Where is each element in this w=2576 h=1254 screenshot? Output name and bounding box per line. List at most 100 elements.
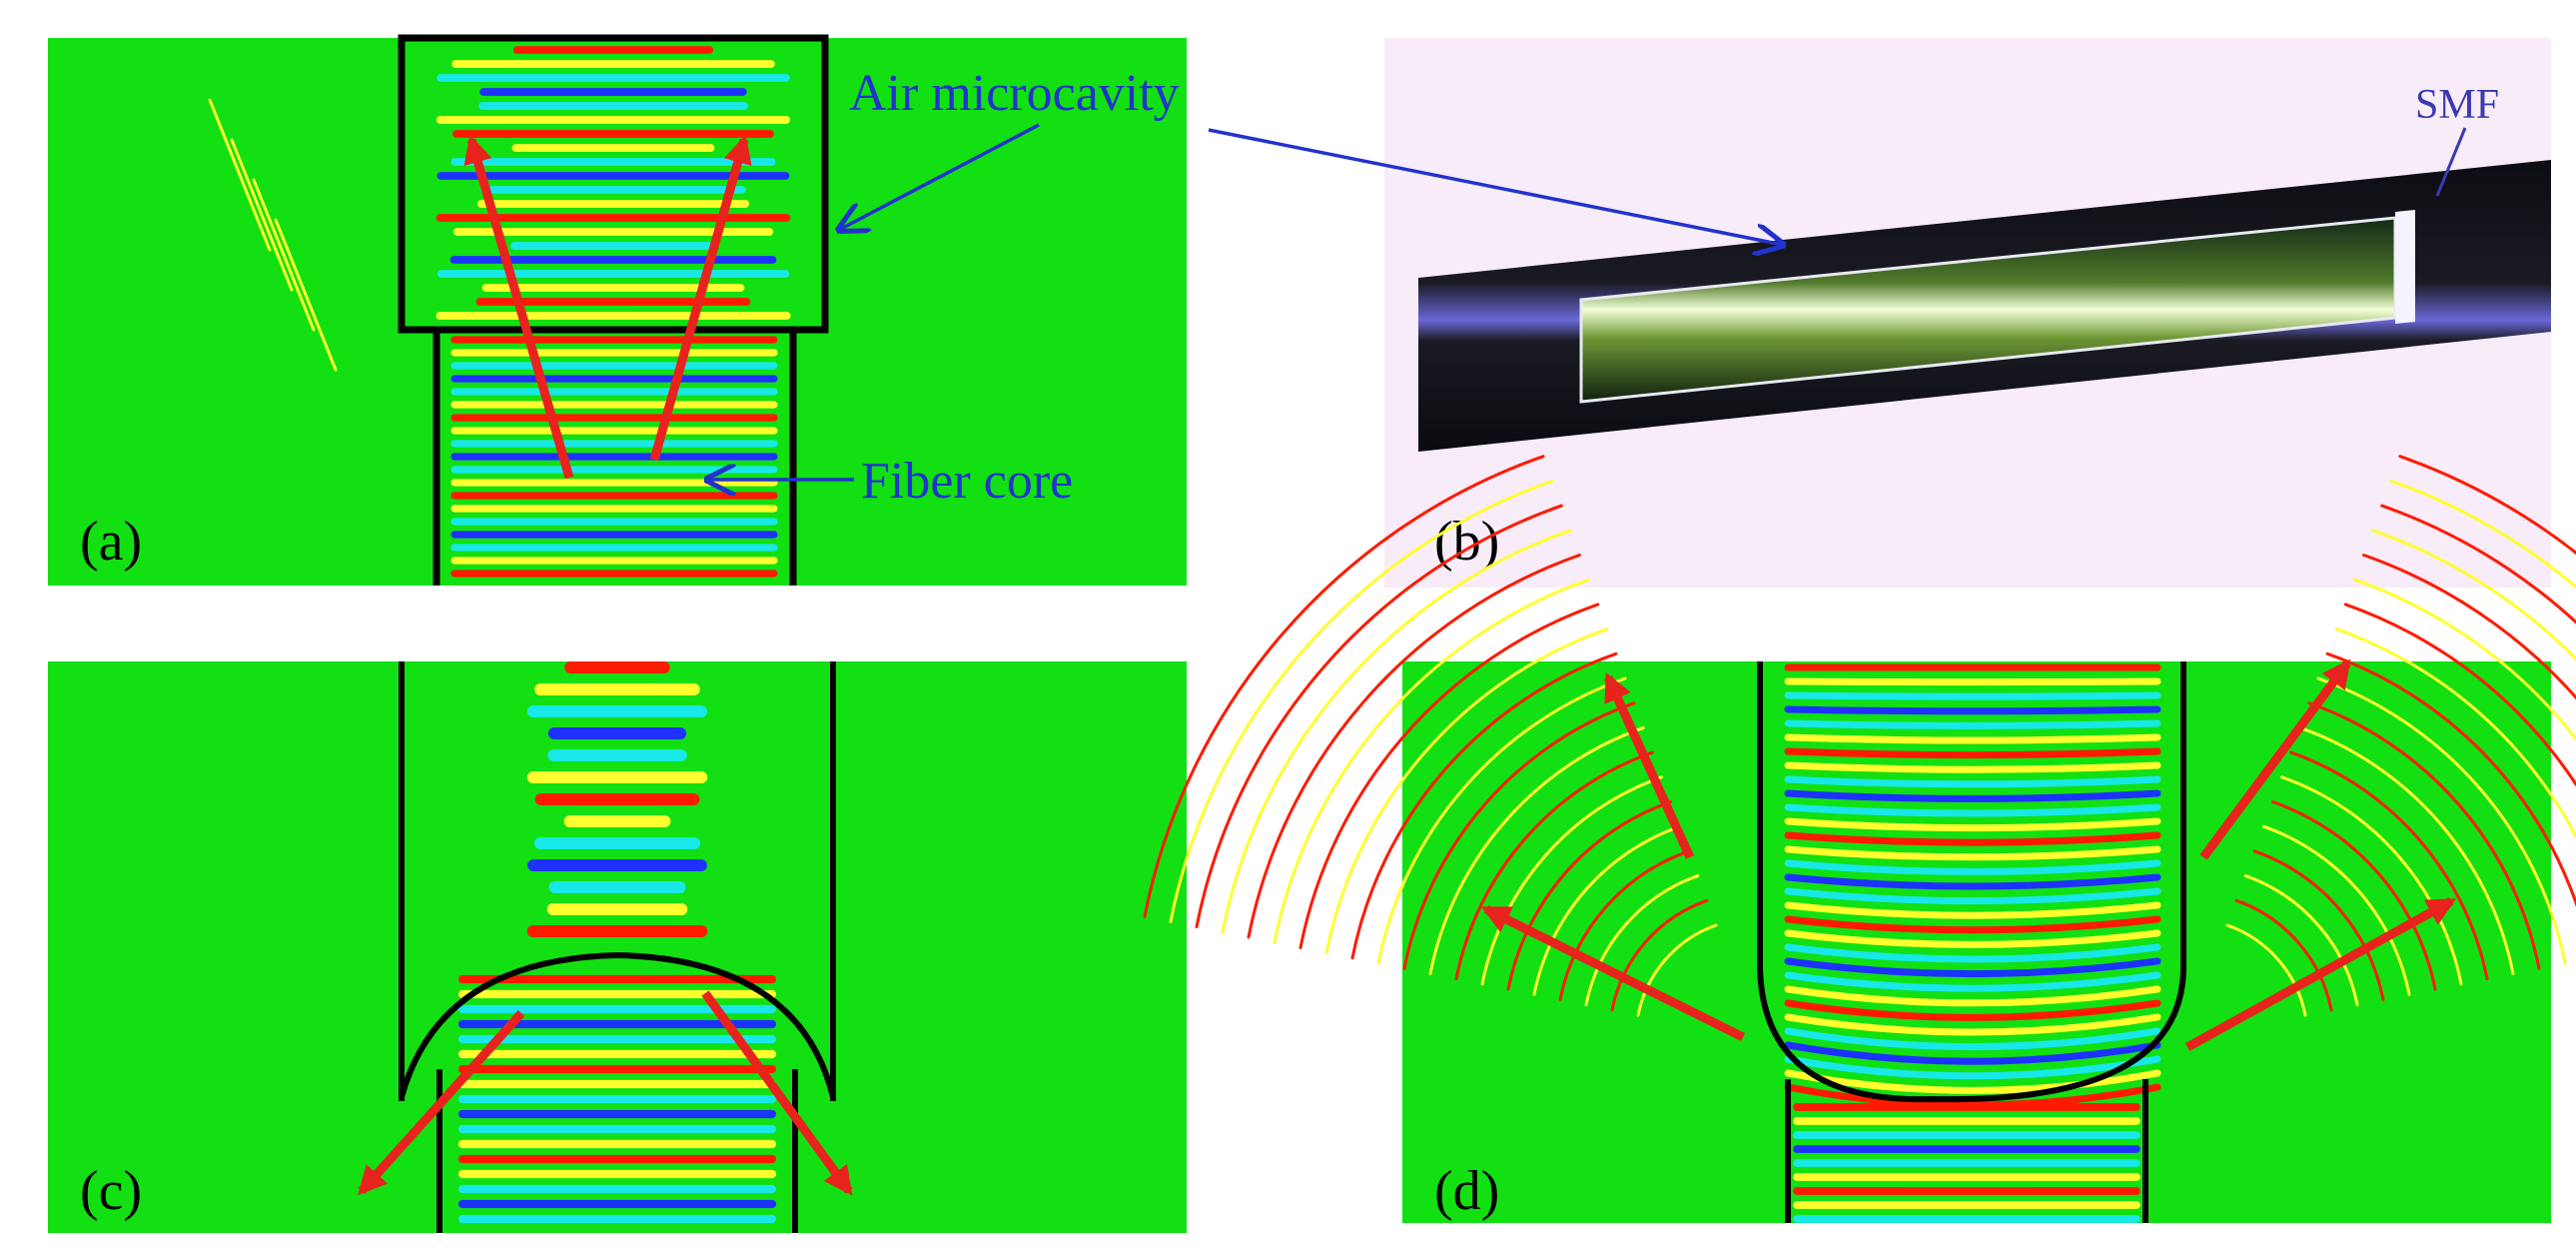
- fringe-band: [2252, 849, 2385, 1001]
- fringe-band: [2343, 603, 2576, 787]
- fringe-band: [1143, 455, 1545, 918]
- fringe-band: [1784, 761, 2161, 773]
- fringe-band: [1784, 1055, 2161, 1080]
- fringe-band: [1784, 873, 2161, 890]
- divergent-arrow-left: [358, 1009, 525, 1196]
- fringe-band: [1784, 719, 2161, 729]
- smf-pointer: [2435, 127, 2467, 197]
- fringe-band: [1584, 874, 1700, 1007]
- fringe-band: [1784, 999, 2161, 1021]
- panel-d-simulation: (d): [1143, 455, 2576, 1223]
- ray-arrow-left: [463, 134, 574, 480]
- ray-arrow-right: [649, 134, 752, 462]
- fringe-band: [2280, 775, 2463, 986]
- fringe-band: [1273, 578, 1591, 944]
- divergent-arrow-right: [701, 990, 853, 1196]
- fringe-band: [1428, 725, 1645, 975]
- fringe-band: [1784, 733, 2161, 744]
- fringe-band: [1610, 898, 1709, 1012]
- smf-label: SMF: [2415, 82, 2499, 128]
- radiating-arrow-lower-right: [2184, 897, 2457, 1051]
- fringe-band: [252, 178, 316, 332]
- fringe-band: [2243, 874, 2359, 1007]
- fringe-band: [1784, 971, 2161, 992]
- fringe-band: [2352, 578, 2576, 742]
- fringe-band: [1784, 943, 2161, 963]
- panel-a-interference-fringes: [208, 46, 791, 578]
- fringe-band: [2380, 504, 2576, 625]
- fringe-band: [1784, 859, 2161, 875]
- fringe-band: [1480, 775, 1663, 986]
- fringe-band: [2325, 651, 2576, 908]
- radiating-arrow-upper-right: [2199, 658, 2351, 860]
- fringe-band: [1454, 750, 1654, 981]
- fringe-band: [1298, 603, 1600, 949]
- fringe-band: [1784, 691, 2161, 700]
- fringe-band: [2234, 898, 2333, 1012]
- fringe-band: [2298, 725, 2515, 975]
- fringe-band: [1636, 923, 1718, 1017]
- fringe-band: [1350, 651, 1618, 960]
- fringe-band: [1784, 1041, 2161, 1065]
- rounded-fiber-tip: [1757, 661, 2186, 1103]
- fringe-band: [1784, 1027, 2161, 1051]
- panel-c-simulation: (c): [48, 660, 1187, 1233]
- fringe-band: [1784, 817, 2161, 832]
- tube-walls: [399, 661, 836, 1101]
- radiating-arrow-upper-left: [1603, 671, 1695, 859]
- air-microcavity-pointer: [839, 123, 1040, 230]
- air-microcavity-label: Air microcavity: [849, 65, 1180, 122]
- panel-d-interference-fringes: [1784, 663, 2161, 1223]
- fringe-band: [1784, 1013, 2161, 1036]
- fringe-band: [2334, 627, 2576, 840]
- fringe-band: [274, 218, 338, 372]
- fringe-band: [1784, 747, 2161, 759]
- lead-fiber-walls: [1785, 1079, 2148, 1223]
- panel-b-micrograph: SMF (b): [1208, 38, 2551, 588]
- fringe-band: [1784, 831, 2161, 846]
- fringe-band: [1784, 845, 2161, 861]
- fringe-band: [1784, 887, 2161, 905]
- fringe-band: [2371, 529, 2576, 661]
- fringe-band: [1558, 849, 1691, 1001]
- fringe-band: [1169, 479, 1554, 923]
- fringe-band: [2389, 479, 2576, 590]
- fiber-end-face: [2395, 210, 2415, 324]
- fringe-band: [1324, 627, 1609, 955]
- fringe-band: [2225, 923, 2307, 1017]
- panel-a-simulation: Air microcavity Fiber core (a): [48, 34, 1187, 586]
- panel-d-label: (d): [1434, 1160, 1499, 1222]
- fringe-band: [2362, 554, 2576, 700]
- fringe-band: [1376, 676, 1627, 965]
- fringe-band: [1506, 800, 1672, 991]
- fringe-band: [1784, 915, 2161, 934]
- fringe-band: [1784, 957, 2161, 978]
- fringe-band: [1784, 803, 2161, 817]
- fringe-band: [1221, 529, 1572, 934]
- fringe-band: [1784, 705, 2161, 715]
- fringe-band: [208, 98, 272, 252]
- concave-lens-surface: [399, 951, 836, 1098]
- fringe-band: [1784, 677, 2161, 686]
- fringe-band: [2261, 824, 2411, 996]
- fringe-band: [1784, 775, 2161, 788]
- fringe-band: [2307, 701, 2541, 970]
- panel-c-label: (c): [80, 1160, 142, 1222]
- fringe-band: [2289, 750, 2489, 981]
- radiating-arrow-lower-left: [1480, 904, 1746, 1042]
- fringe-band: [230, 138, 294, 292]
- fringe-band: [1532, 824, 1682, 996]
- fringe-band: [1402, 701, 1636, 970]
- panel-a-label: (a): [80, 511, 142, 573]
- fringe-band: [2398, 455, 2576, 556]
- inner-fiber-walls: [436, 1069, 798, 1233]
- fringe-band: [1784, 929, 2161, 948]
- fringe-band: [1784, 1069, 2161, 1094]
- panel-d-scattered-fringes: [1143, 455, 2576, 1017]
- fringe-band: [2316, 676, 2567, 965]
- fiber-core-label: Fiber core: [861, 453, 1073, 510]
- fringe-band: [1784, 789, 2161, 802]
- fringe-band: [2271, 800, 2437, 991]
- fringe-band: [1195, 504, 1563, 929]
